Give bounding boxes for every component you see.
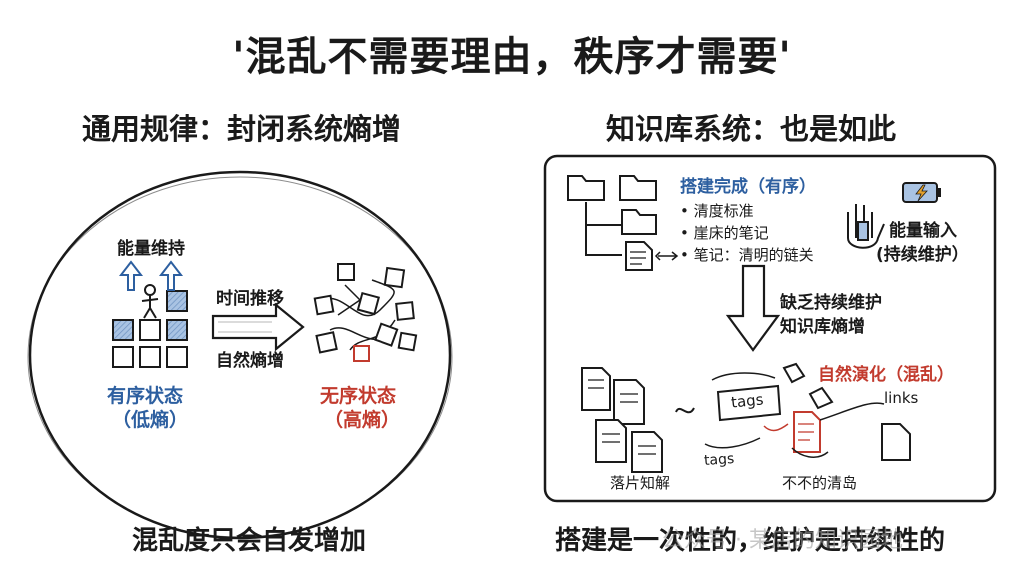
scattered-documents-icon [581,367,695,473]
system-boundary-circle [28,170,452,540]
bullet-item: • 崖床的笔记 [680,224,769,242]
left-heading: 通用规律：封闭系统熵增 [82,112,402,146]
tags-label: tags [730,390,765,412]
natural-entropy-label: 自然熵增 [216,351,284,371]
hand-icon [847,204,885,249]
left-caption: 混乱度只会自发增加 [132,526,367,556]
ordered-blocks [112,290,188,368]
time-arrow-icon [211,302,305,352]
natural-evolution-label: 自然演化（混乱） [818,365,954,385]
folder-tree-icon [567,175,679,271]
disordered-blocks [313,263,418,362]
kb-entropy-label: 知识库熵增 [780,317,865,337]
watermark: 公众号 · 某店的知识园地 [662,528,903,553]
right-caption: 搭建是一次性的，维护是持续性的 [555,526,946,556]
continuous-maintenance-label: (持续维护） [876,245,969,265]
bullet-item: • 清度标准 [680,202,754,220]
disordered-state-label: 无序状态 [320,385,397,407]
time-passing-label: 时间推移 [216,289,284,309]
links-label: links [884,389,919,407]
built-ordered-label: 搭建完成（有序） [680,177,816,197]
energy-up-arrows-icon [118,260,184,291]
energy-maintain-label: 能量维持 [117,239,185,259]
high-entropy-label: （高熵） [324,409,401,431]
main-title: '混乱不需要理由，秩序才需要' [232,34,792,80]
messy-tags-icon [704,362,911,461]
right-heading: 知识库系统：也是如此 [606,112,897,146]
tags-label: tags [703,450,735,470]
lack-maintenance-label: 缺乏持续维护 [780,293,882,313]
isolated-island-label: 不不的清岛 [782,474,858,492]
stick-figure-icon [141,284,159,319]
energy-input-label: 能量输入 [889,221,957,241]
battery-icon [902,182,941,203]
knowledge-panel [543,154,997,503]
ordered-state-label: 有序状态 [107,385,184,407]
low-entropy-label: （低熵） [112,409,189,431]
fragmented-knowledge-label: 落片知解 [610,474,671,492]
decay-down-arrow-icon [725,264,781,352]
bullet-item: • 笔记：清明的链关 [680,246,814,264]
